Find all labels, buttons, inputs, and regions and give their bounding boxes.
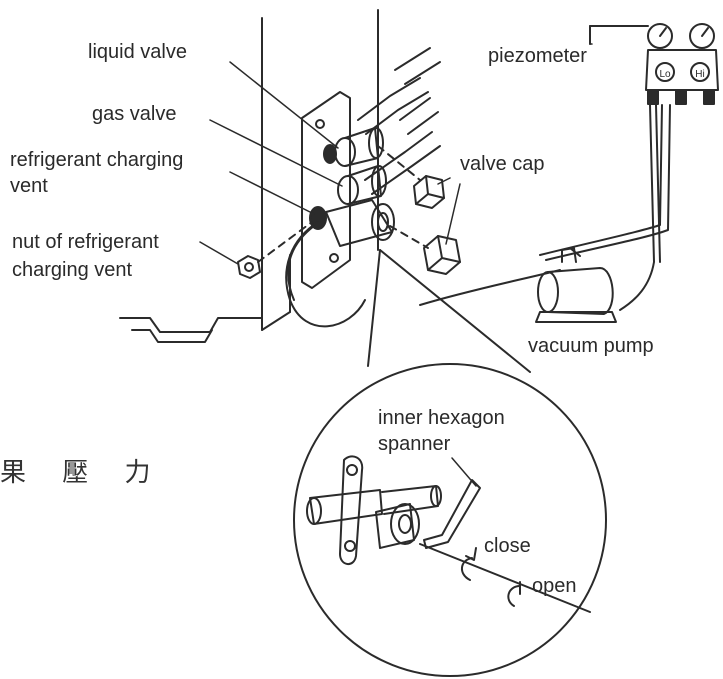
inner-hexagon-spanner: [423, 457, 481, 549]
valve-cap-upper: [413, 175, 445, 209]
valve-cap-lower: [423, 235, 461, 275]
detail-magnifier: [293, 249, 607, 677]
valve-cap-label: valve cap: [460, 153, 545, 175]
charging-vent-nut: [237, 255, 261, 279]
liquid-valve-label: liquid valve: [88, 41, 187, 63]
charging-vent-valve: [309, 199, 395, 247]
outdoor-unit-body: [119, 9, 379, 343]
gauge-hi-label: Hi: [695, 69, 704, 80]
open-label: open: [532, 575, 577, 597]
leader-lines: [199, 43, 593, 265]
gas-valve-label: gas valve: [92, 103, 177, 125]
dashed-guide-lines: [257, 145, 429, 263]
refrigerant-vent-label-line2: vent: [10, 175, 48, 197]
side-cjk-text: 果 壓 力: [0, 458, 165, 488]
nut-label-line1: nut of refrigerant: [12, 231, 159, 253]
inner-hexagon-label-line1: inner hexagon: [378, 407, 505, 429]
rotation-arrows: [419, 543, 591, 613]
refrigerant-pipes: [357, 47, 441, 195]
gauge-lo-label: Lo: [659, 69, 671, 80]
inner-hexagon-label-line2: spanner: [378, 433, 451, 455]
refrigerant-vent-label-line1: refrigerant charging: [10, 149, 184, 171]
vacuum-pump-label: vacuum pump: [528, 335, 654, 357]
valve-mounting-plate: [301, 91, 351, 289]
piezometer-label: piezometer: [488, 45, 587, 67]
liquid-valve: [323, 127, 384, 167]
vacuum-pump: [535, 247, 617, 323]
detail-valve: [306, 455, 442, 565]
nut-label-line2: charging vent: [12, 259, 133, 281]
piezometer-gauge: [589, 23, 719, 105]
gas-valve: [337, 165, 387, 205]
close-label: close: [484, 535, 531, 557]
